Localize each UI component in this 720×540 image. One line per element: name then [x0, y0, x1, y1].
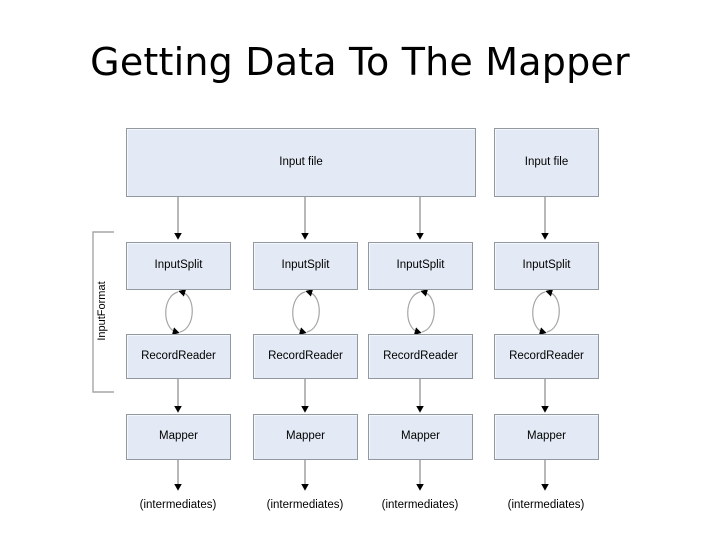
- edge-loop-inputsplit-recordreader-2: [292, 289, 320, 335]
- output-label-1: (intermediates): [139, 499, 217, 511]
- edge-loop-inputsplit-recordreader-3: [407, 289, 435, 335]
- output-label-2: (intermediates): [266, 499, 344, 511]
- node-recordreader-4[interactable]: RecordReader: [494, 334, 599, 379]
- node-inputsplit-1[interactable]: InputSplit: [126, 242, 231, 290]
- node-input-file-narrow[interactable]: Input file: [494, 128, 599, 197]
- inputformat-bracket: [92, 231, 114, 393]
- node-recordreader-1[interactable]: RecordReader: [126, 334, 231, 379]
- node-inputsplit-2[interactable]: InputSplit: [253, 242, 358, 290]
- node-inputsplit-3[interactable]: InputSplit: [368, 242, 473, 290]
- node-recordreader-2[interactable]: RecordReader: [253, 334, 358, 379]
- page-title: Getting Data To The Mapper: [90, 40, 630, 84]
- node-mapper-2[interactable]: Mapper: [253, 414, 358, 460]
- edge-loop-inputsplit-recordreader-4: [532, 289, 560, 335]
- node-mapper-1[interactable]: Mapper: [126, 414, 231, 460]
- output-label-3: (intermediates): [381, 499, 459, 511]
- edge-loop-inputsplit-recordreader-1: [165, 289, 193, 335]
- node-inputsplit-4[interactable]: InputSplit: [494, 242, 599, 290]
- output-label-4: (intermediates): [507, 499, 585, 511]
- node-mapper-4[interactable]: Mapper: [494, 414, 599, 460]
- node-recordreader-3[interactable]: RecordReader: [368, 334, 473, 379]
- node-mapper-3[interactable]: Mapper: [368, 414, 473, 460]
- inputformat-bracket-label: InputFormat: [96, 281, 108, 341]
- node-input-file-wide[interactable]: Input file: [126, 128, 476, 197]
